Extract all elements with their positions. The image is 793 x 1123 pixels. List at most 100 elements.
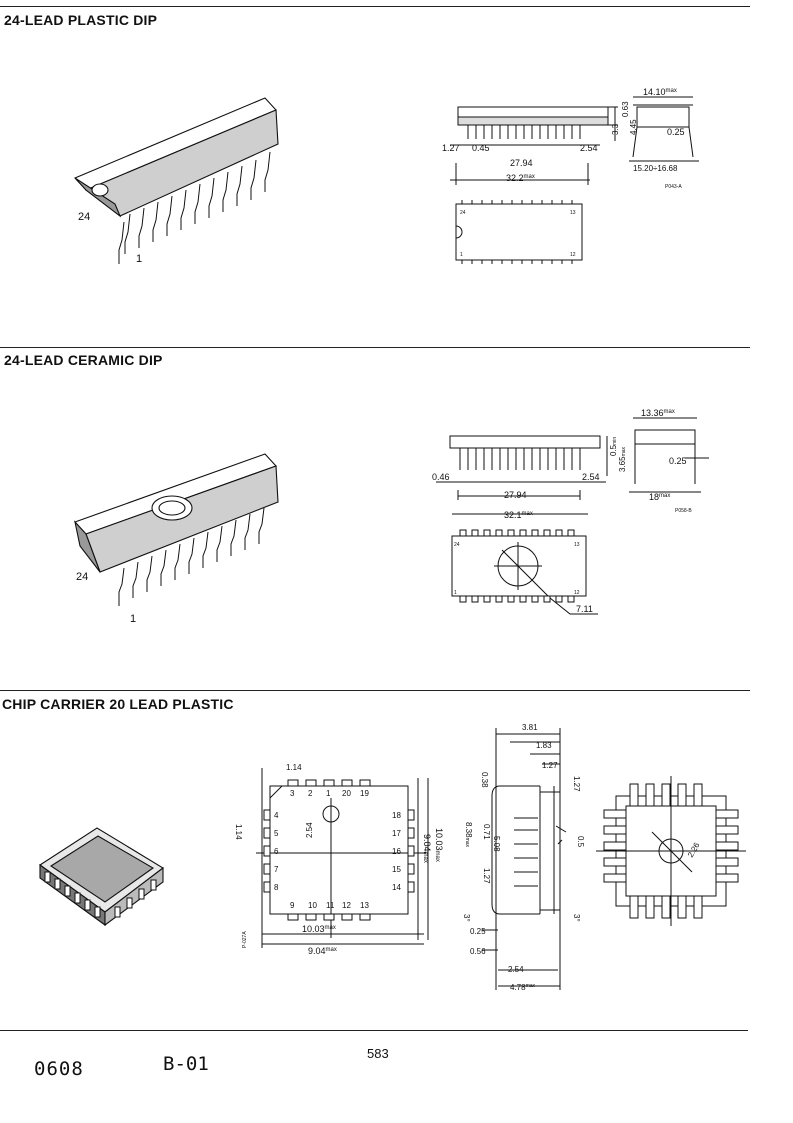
cc-pin-19: 19 bbox=[360, 789, 369, 798]
section-title-plastic-dip: 24-LEAD PLASTIC DIP bbox=[4, 12, 158, 28]
chip-carrier-top-view: 3 2 1 20 19 4 5 6 7 8 18 17 16 15 14 9 1… bbox=[234, 763, 444, 956]
ceramic-pin-label-24: 24 bbox=[76, 571, 88, 583]
ceramic-top-pin-1: 1 bbox=[454, 590, 457, 596]
ceramic-dim-13-36: 13.36max bbox=[641, 408, 675, 418]
footer-rule bbox=[0, 1030, 748, 1031]
cc-pin-8: 8 bbox=[274, 883, 279, 892]
cc-pin-20: 20 bbox=[342, 789, 351, 798]
cc-side-0-5: 0.5 bbox=[576, 836, 585, 848]
dim-0-63: 0.63 bbox=[621, 101, 630, 117]
ceramic-dim-0-5: 0.5min bbox=[609, 437, 618, 456]
plastic-dip-top-view: 24 13 1 12 bbox=[455, 200, 583, 264]
dim-15-20-16-68: 15.20÷16.68 bbox=[633, 164, 678, 173]
cc-pin-17: 17 bbox=[392, 829, 401, 838]
pin-label-24: 24 bbox=[78, 211, 90, 223]
ceramic-top-pin-24: 24 bbox=[454, 542, 460, 548]
dim-0-45: 0.45 bbox=[472, 143, 490, 153]
plastic-dip-side-view: 1.27 0.45 27.94 32.2max 2.54 0.63 3.3 4.… bbox=[442, 101, 638, 185]
chip-carrier-3d-illustration bbox=[39, 827, 164, 927]
cc-dim-10-03h: 10.03max bbox=[302, 924, 336, 934]
ceramic-dip-top-view: 32.1max 24 13 1 12 7.11 bbox=[451, 510, 598, 615]
page-number: 583 bbox=[367, 1046, 389, 1061]
cc-side-0-71: 0.71 bbox=[482, 824, 491, 840]
cc-pin-7: 7 bbox=[274, 865, 279, 874]
dim-1-27: 1.27 bbox=[442, 143, 460, 153]
ceramic-dip-side-view: 0.46 27.94 2.54 0.5min 3.65max bbox=[432, 435, 627, 500]
cc-side-8-38: 8.38max bbox=[464, 822, 473, 848]
dim-3-3: 3.3 bbox=[611, 123, 620, 135]
cc-dim-1-14b: 1.14 bbox=[234, 824, 243, 840]
ceramic-dim-7-11: 7.11 bbox=[576, 604, 593, 614]
cc-pin-14: 14 bbox=[392, 883, 401, 892]
top-pin-12: 12 bbox=[570, 252, 576, 258]
cc-side-5-08: 5.08 bbox=[492, 836, 501, 852]
cc-pin-6: 6 bbox=[274, 847, 279, 856]
cc-pin-12: 12 bbox=[342, 901, 351, 910]
top-pin-24: 24 bbox=[460, 210, 466, 216]
cc-side-1-83: 1.83 bbox=[536, 741, 552, 750]
ceramic-pin-label-1: 1 bbox=[130, 613, 136, 625]
cc-dim-1-14a: 1.14 bbox=[286, 763, 302, 772]
dim-14-10: 14.10max bbox=[643, 87, 677, 97]
cc-dim-9-04h: 9.04max bbox=[308, 946, 337, 956]
top-pin-1: 1 bbox=[460, 252, 463, 258]
cc-pin-10: 10 bbox=[308, 901, 317, 910]
cc-side-1-27a: 1.27 bbox=[542, 761, 558, 770]
plastic-dip-3d-illustration: 24 1 bbox=[74, 97, 279, 265]
cc-pin-9: 9 bbox=[290, 901, 295, 910]
cc-side-0-25: 0.25 bbox=[470, 927, 486, 936]
ceramic-dip-3d-illustration: 24 1 bbox=[74, 453, 279, 625]
ceramic-top-pin-13: 13 bbox=[574, 542, 580, 548]
cc-pin-16: 16 bbox=[392, 847, 401, 856]
dim-4-45: 4.45 bbox=[629, 119, 638, 135]
cc-side-3deg-a: 3° bbox=[462, 914, 471, 922]
cc-pin-2: 2 bbox=[308, 789, 313, 798]
ceramic-dim-0-46: 0.46 bbox=[432, 472, 450, 482]
ceramic-dim-3-65: 3.65max bbox=[618, 446, 627, 472]
cc-side-2-54: 2.54 bbox=[508, 965, 524, 974]
cc-dim-9-04v: 9.04max bbox=[422, 834, 432, 863]
cc-side-1-27c: 1.27 bbox=[482, 868, 491, 884]
cc-pin-4: 4 bbox=[274, 811, 279, 820]
cc-pin-3: 3 bbox=[290, 789, 295, 798]
ceramic-dim-0-25: 0.25 bbox=[669, 456, 687, 466]
cc-side-0-56: 0.56 bbox=[470, 947, 486, 956]
dim-32-2: 32.2max bbox=[506, 173, 535, 183]
plastic-dip-end-view: 14.10max 0.25 15.20÷16.68 P043-A bbox=[629, 87, 699, 190]
ceramic-dim-18: 18max bbox=[649, 492, 670, 502]
section-title-chip-carrier: CHIP CARRIER 20 LEAD PLASTIC bbox=[2, 696, 234, 712]
dim-27-94: 27.94 bbox=[510, 158, 533, 168]
cc-pin-5: 5 bbox=[274, 829, 279, 838]
cc-dim-10-03v: 10.03max bbox=[434, 828, 444, 862]
footer-code-mid: B-01 bbox=[163, 1053, 209, 1075]
ceramic-dip-end-view: 13.36max 0.25 18max P058-B bbox=[629, 408, 709, 514]
section-rule-3 bbox=[0, 690, 750, 691]
cc-pin-1: 1 bbox=[326, 789, 331, 798]
cc-drawing-code: P-027A bbox=[242, 931, 248, 948]
pin-label-1: 1 bbox=[136, 253, 142, 265]
dim-2-54: 2.54 bbox=[580, 143, 598, 153]
ceramic-dim-27-94: 27.94 bbox=[504, 490, 527, 500]
cc-dim-2-54: 2.54 bbox=[305, 822, 314, 838]
cc-side-3-81: 3.81 bbox=[522, 723, 538, 732]
ceramic-top-pin-12: 12 bbox=[574, 590, 580, 596]
footer-code-left: 0608 bbox=[34, 1058, 84, 1080]
ceramic-drawing-code: P058-B bbox=[675, 508, 692, 514]
ceramic-dim-2-54: 2.54 bbox=[582, 472, 600, 482]
cc-side-3deg-b: 3° bbox=[572, 914, 581, 922]
cc-pin-18: 18 bbox=[392, 811, 401, 820]
top-pin-13: 13 bbox=[570, 210, 576, 216]
section-rule-1 bbox=[0, 6, 750, 7]
section-rule-2 bbox=[0, 347, 750, 348]
cc-side-4-78: 4.78max bbox=[510, 983, 536, 992]
cc-side-1-27b: 1.27 bbox=[572, 776, 581, 792]
ceramic-dim-32-1: 32.1max bbox=[504, 510, 533, 520]
chip-carrier-side-view: 3.81 1.83 1.27 1.27 0.38 0.71 5.08 1.27 … bbox=[462, 723, 585, 992]
dim-0-25: 0.25 bbox=[667, 127, 685, 137]
cc-pin-15: 15 bbox=[392, 865, 401, 874]
cc-side-0-38: 0.38 bbox=[480, 772, 489, 788]
drawing-code: P043-A bbox=[665, 184, 682, 190]
cc-pin-11: 11 bbox=[326, 901, 335, 910]
cc-pin-13: 13 bbox=[360, 901, 369, 910]
chip-carrier-bottom-view: 2.26 bbox=[596, 776, 746, 926]
